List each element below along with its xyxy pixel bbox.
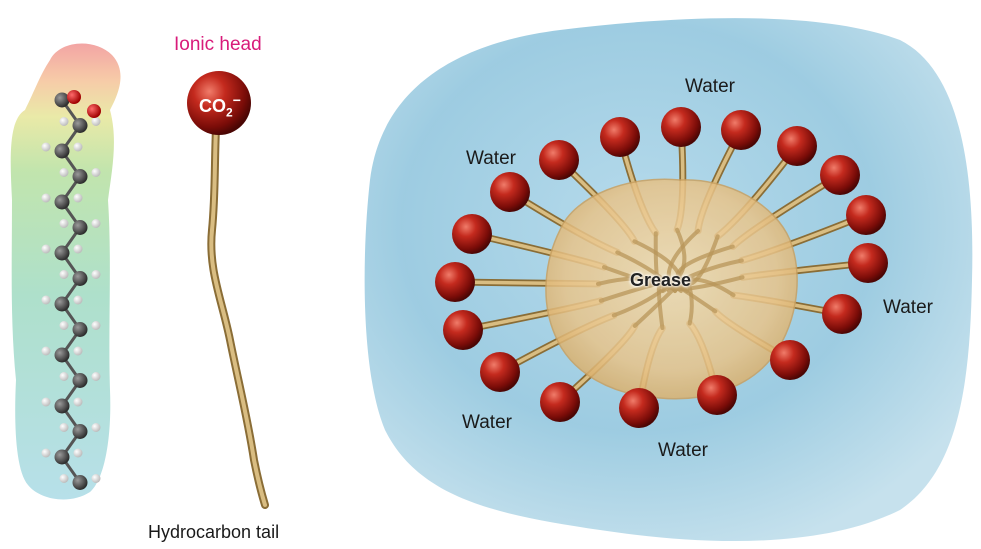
carbon-atom bbox=[73, 373, 88, 388]
hydrogen-atom bbox=[60, 168, 69, 177]
carbon-atom bbox=[55, 246, 70, 261]
hydrogen-atom bbox=[74, 398, 83, 407]
carbon-atom bbox=[55, 399, 70, 414]
carbon-atom bbox=[55, 144, 70, 159]
micelle-head bbox=[490, 172, 530, 212]
hydrogen-atom bbox=[42, 449, 51, 458]
hydrogen-atom bbox=[42, 194, 51, 203]
micelle-head bbox=[619, 388, 659, 428]
micelle-head bbox=[697, 375, 737, 415]
carbon-atom bbox=[73, 118, 88, 133]
hydrogen-atom bbox=[92, 474, 101, 483]
grease-label: Grease bbox=[630, 270, 691, 291]
hydrogen-atom bbox=[60, 270, 69, 279]
hydrogen-atom bbox=[74, 245, 83, 254]
hydrogen-atom bbox=[42, 143, 51, 152]
carbon-atom bbox=[73, 424, 88, 439]
carbon-atom bbox=[55, 348, 70, 363]
carbon-atom bbox=[73, 271, 88, 286]
micelle-head bbox=[770, 340, 810, 380]
oxygen-atom bbox=[87, 104, 101, 118]
hydrogen-atom bbox=[92, 321, 101, 330]
micelle-head bbox=[443, 310, 483, 350]
water-label-right: Water bbox=[883, 297, 933, 319]
carbon-atom bbox=[73, 475, 88, 490]
carbon-atom bbox=[73, 169, 88, 184]
micelle-head bbox=[820, 155, 860, 195]
micelle-head bbox=[721, 110, 761, 150]
hydrogen-atom bbox=[92, 372, 101, 381]
carbon-atom bbox=[55, 297, 70, 312]
carbon-atom bbox=[55, 195, 70, 210]
hydrogen-atom bbox=[92, 270, 101, 279]
micelle-head bbox=[452, 214, 492, 254]
hydrocarbon-tail bbox=[211, 110, 265, 505]
hydrogen-atom bbox=[74, 143, 83, 152]
ionic-head-label: Ionic head bbox=[174, 34, 262, 56]
hydrogen-atom bbox=[74, 449, 83, 458]
hydrogen-atom bbox=[92, 219, 101, 228]
micelle-head bbox=[661, 107, 701, 147]
hydrogen-atom bbox=[74, 347, 83, 356]
micelle-head bbox=[435, 262, 475, 302]
hydrogen-atom bbox=[60, 423, 69, 432]
micelle-head bbox=[600, 117, 640, 157]
micelle-head bbox=[848, 243, 888, 283]
micelle-head bbox=[480, 352, 520, 392]
water-label-bottom: Water bbox=[658, 440, 708, 462]
water-label-top: Water bbox=[685, 76, 735, 98]
hydrogen-atom bbox=[60, 321, 69, 330]
hydrogen-atom bbox=[42, 347, 51, 356]
hydrogen-atom bbox=[42, 296, 51, 305]
carbon-atom bbox=[73, 220, 88, 235]
oxygen-atom bbox=[67, 90, 81, 104]
micelle-head bbox=[822, 294, 862, 334]
hydrogen-atom bbox=[60, 219, 69, 228]
micelle-head bbox=[540, 382, 580, 422]
carbon-atom bbox=[73, 322, 88, 337]
hydrogen-atom bbox=[92, 168, 101, 177]
hydrogen-atom bbox=[74, 194, 83, 203]
hydrogen-atom bbox=[42, 245, 51, 254]
hydrogen-atom bbox=[60, 372, 69, 381]
space-filling-model bbox=[11, 44, 121, 500]
hydrogen-atom bbox=[42, 398, 51, 407]
hydrogen-atom bbox=[74, 296, 83, 305]
soap-molecule-schematic bbox=[187, 71, 265, 505]
hydrocarbon-tail-label: Hydrocarbon tail bbox=[148, 522, 279, 543]
hydrogen-atom bbox=[60, 117, 69, 126]
hydrogen-atom bbox=[92, 423, 101, 432]
water-label-upper-left: Water bbox=[466, 148, 516, 170]
micelle-head bbox=[539, 140, 579, 180]
water-label-lower-left: Water bbox=[462, 412, 512, 434]
hydrogen-atom bbox=[60, 474, 69, 483]
micelle-head bbox=[846, 195, 886, 235]
carbon-atom bbox=[55, 450, 70, 465]
hydrogen-atom bbox=[92, 117, 101, 126]
co2-minus-formula: CO2− bbox=[199, 92, 241, 120]
micelle-head bbox=[777, 126, 817, 166]
carbon-atom bbox=[55, 93, 70, 108]
